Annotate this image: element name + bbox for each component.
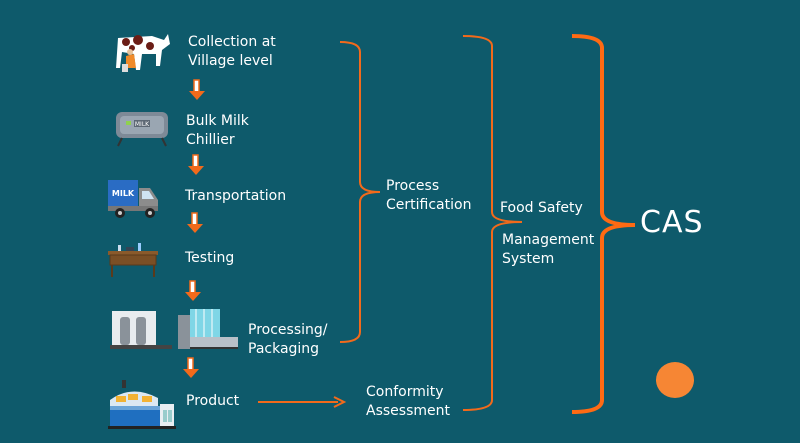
conformity-assessment-line1: Conformity (366, 384, 444, 400)
process-certification-bracket (339, 41, 381, 343)
conformity-assessment-line2: Assessment (366, 403, 450, 419)
step-product-label: Product (186, 392, 239, 411)
down-arrow-3 (187, 212, 203, 233)
down-arrow-4 (185, 280, 201, 301)
truck-label: MILK (112, 189, 135, 198)
step-transport-line1: Transportation (185, 188, 287, 204)
milk-tank-icon: MILK (116, 112, 168, 147)
down-arrow-1 (189, 79, 205, 100)
step-processing-line1: Processing/ (248, 322, 328, 338)
step-chiller-line2: Chillier (186, 132, 235, 148)
step-chiller-label: Bulk Milk Chillier (186, 112, 249, 150)
fsms-line2: Management (502, 232, 595, 248)
down-arrow-5 (183, 357, 199, 378)
cas-bracket (571, 34, 636, 414)
cow-milking-icon (116, 34, 170, 72)
step-transport-label: Transportation (185, 187, 286, 206)
fsms-label-rest: Management System (502, 231, 594, 269)
step-product-line1: Product (186, 393, 240, 409)
step-collection-line1: Collection at (188, 34, 276, 50)
process-certification-label: Process Certification (386, 177, 471, 215)
cas-label: CAS (640, 205, 704, 240)
step-collection-line2: Village level (188, 53, 273, 69)
process-certification-line2: Certification (386, 197, 472, 213)
down-arrow-2 (188, 154, 204, 175)
step-testing-line1: Testing (185, 250, 235, 266)
milk-truck-icon: MILK (108, 180, 158, 218)
orange-dot (656, 362, 694, 398)
step-processing-label: Processing/ Packaging (248, 321, 327, 359)
product-display-icon (108, 380, 176, 429)
fsms-line3: System (502, 251, 555, 267)
step-chiller-line1: Bulk Milk (186, 113, 249, 129)
step-processing-line2: Packaging (248, 341, 320, 357)
tank-label: MILK (135, 121, 150, 128)
product-to-conformity-arrow (258, 396, 347, 408)
step-collection-label: Collection at Village level (188, 33, 276, 71)
step-testing-label: Testing (185, 249, 234, 268)
lab-desk-icon (108, 243, 158, 277)
processing-machine-icon (110, 309, 238, 349)
fsms-bracket (462, 35, 523, 411)
process-certification-line1: Process (386, 178, 440, 194)
fsms-label-line1: Food Safety (500, 200, 583, 216)
conformity-assessment-label: Conformity Assessment (366, 383, 450, 421)
